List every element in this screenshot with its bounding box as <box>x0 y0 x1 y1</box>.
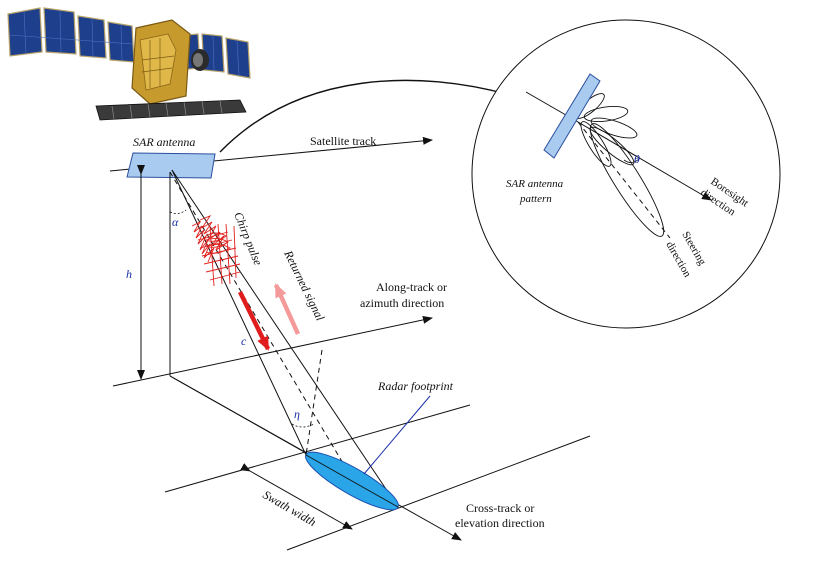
ground-near-line <box>164 404 471 493</box>
pattern-antenna-bar <box>543 73 601 159</box>
cross-track-label-1: Cross-track or <box>466 501 534 515</box>
theta-arc <box>623 157 641 163</box>
along-track-label-2: azimuth direction <box>360 296 444 310</box>
alpha-arc <box>169 209 187 214</box>
radar-footprint-label: Radar footprint <box>377 379 454 393</box>
boresight-arrow <box>577 121 712 201</box>
eta-arc <box>291 423 315 428</box>
beam-edge-far <box>171 169 399 508</box>
swath-width-arrow <box>240 463 353 530</box>
eta-dashed-line <box>305 349 323 456</box>
cross-track-label-2: elevation direction <box>455 516 545 530</box>
chirp-pulse-wave <box>191 215 241 287</box>
along-track-arrow <box>112 315 433 387</box>
sar-antenna-label: SAR antenna <box>133 135 195 149</box>
c-label: c <box>241 334 247 348</box>
beam-edge-near <box>171 169 307 456</box>
ground-far-line <box>286 435 591 551</box>
along-track-label-1: Along-track or <box>376 280 447 294</box>
nadir-dashed-line <box>169 171 351 476</box>
footprint-axis <box>305 454 399 508</box>
height-label: h <box>126 267 132 281</box>
steering-dashed-line <box>577 121 671 239</box>
curved-link-arrow <box>219 79 511 153</box>
footprint-leader <box>363 395 431 475</box>
chirp-pulse-label: Chirp pulse <box>231 210 265 268</box>
eta-label: η <box>294 407 300 421</box>
returned-signal-arrow <box>273 283 301 335</box>
pulse-arrow <box>237 291 271 351</box>
pattern-label-1: SAR antenna <box>506 178 564 190</box>
satellite-icon <box>7 7 251 121</box>
antenna-pattern-inset: θ SAR antenna pattern Boresight directio… <box>471 19 781 329</box>
satellite-track-label: Satellite track <box>310 134 376 148</box>
sar-antenna-plate <box>126 152 216 179</box>
pattern-label-2: pattern <box>519 193 552 205</box>
theta-label: θ <box>634 152 640 166</box>
alpha-label: α <box>172 215 179 229</box>
